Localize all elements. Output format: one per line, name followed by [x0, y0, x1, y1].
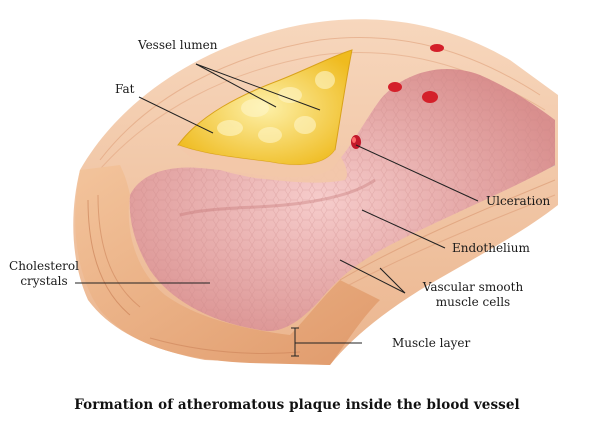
leader-vascular-a	[339, 259, 406, 294]
leader-endothelium	[361, 209, 446, 249]
leader-vascular-b	[379, 267, 406, 294]
figure-caption: Formation of atheromatous plaque inside …	[74, 397, 520, 413]
leader-vessel-lumen-a	[195, 63, 277, 108]
label-cholesterol-crystals: Cholesterol crystals	[6, 259, 82, 289]
leader-lines	[75, 63, 479, 357]
leader-ulceration	[355, 144, 479, 202]
vessel-lumen-area	[129, 69, 555, 332]
red-blood-cells	[388, 44, 444, 103]
leader-vessel-lumen-b	[195, 63, 321, 111]
label-fat: Fat	[115, 82, 135, 96]
fat-plaque	[177, 49, 353, 183]
label-cholesterol-line2: crystals	[20, 274, 68, 288]
label-vessel-lumen: Vessel lumen	[138, 38, 218, 52]
label-vascular-smooth-muscle: Vascular smooth muscle cells	[410, 280, 536, 310]
leader-fat	[138, 96, 214, 134]
label-cholesterol-line1: Cholesterol	[9, 259, 79, 273]
label-vascular-line2: muscle cells	[435, 295, 511, 309]
vessel-cross-section	[75, 165, 381, 365]
label-muscle-layer: Muscle layer	[392, 336, 471, 350]
label-vascular-line1: Vascular smooth	[422, 280, 524, 294]
label-endothelium: Endothelium	[452, 241, 530, 255]
label-ulceration: Ulceration	[486, 194, 551, 208]
ulceration-spot	[351, 135, 361, 149]
